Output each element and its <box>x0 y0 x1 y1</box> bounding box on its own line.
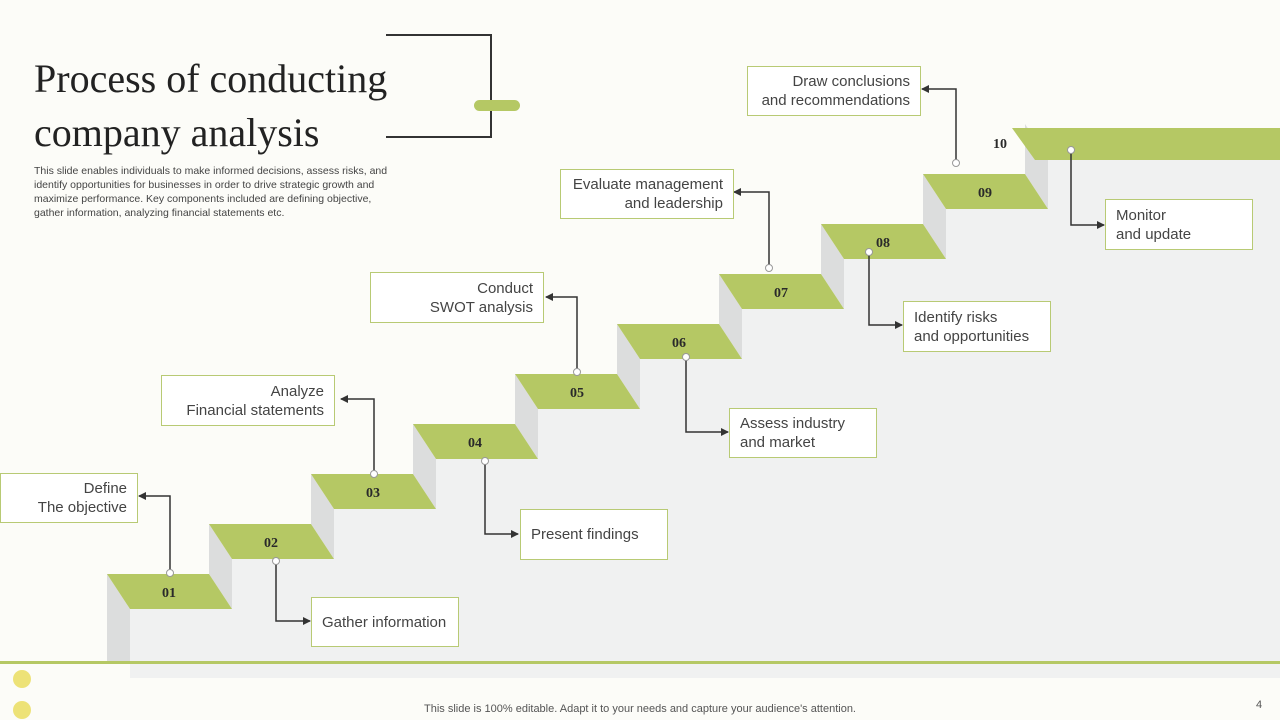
connector-arrow <box>138 492 171 573</box>
step-side <box>209 524 232 609</box>
decorative-dot <box>13 701 31 719</box>
page-number: 4 <box>1256 699 1263 711</box>
staircase-layer: 01 02 03 04 05 06 07 08 09 10 <box>0 85 1280 678</box>
step-08 <box>821 224 946 259</box>
step-side <box>107 574 130 662</box>
step-number: 07 <box>774 286 788 301</box>
step-09 <box>923 174 1048 209</box>
connector-arrow <box>545 293 578 372</box>
connector-dot <box>573 368 581 376</box>
connector-arrow <box>685 357 729 436</box>
step-side <box>821 224 844 309</box>
connector-arrow <box>340 395 375 474</box>
decorative-pill <box>474 100 520 111</box>
step-label-04: Present findings <box>520 509 668 560</box>
connector-dot <box>272 557 280 565</box>
step-10 <box>1012 128 1280 160</box>
step-label-text: Define The objective <box>37 480 127 516</box>
connector-arrow <box>1070 150 1105 229</box>
step-number: 06 <box>672 336 686 351</box>
step-number: 09 <box>978 186 992 201</box>
staircase-face <box>130 159 1280 678</box>
step-side <box>923 174 946 259</box>
step-label-10: Monitor and update <box>1105 199 1253 250</box>
baseline <box>0 661 1280 664</box>
step-side <box>719 274 742 359</box>
step-04 <box>413 424 538 459</box>
connector-arrow <box>868 252 903 329</box>
step-label-text: Present findings <box>531 526 639 543</box>
step-side <box>413 424 436 509</box>
step-label-03: Analyze Financial statements <box>161 375 335 426</box>
footer-note: This slide is 100% editable. Adapt it to… <box>424 703 856 715</box>
step-02 <box>209 524 334 559</box>
connector-dot <box>865 248 873 256</box>
step-number: 10 <box>993 137 1007 152</box>
step-label-text: Evaluate management and leadership <box>572 176 723 212</box>
step-06 <box>617 324 742 359</box>
slide-title: Process of conducting company analysis <box>34 52 387 160</box>
connector-arrow <box>275 561 311 625</box>
step-number: 08 <box>876 236 890 251</box>
connector-dot <box>1067 146 1075 154</box>
step-number: 03 <box>366 486 380 501</box>
step-label-08: Identify risks and opportunities <box>903 301 1051 352</box>
slide-title-line: company analysis <box>34 110 320 155</box>
step-side <box>617 324 640 409</box>
step-label-text: Assess industry and market <box>740 415 846 451</box>
step-label-05: Conduct SWOT analysis <box>370 272 544 323</box>
decorative-bracket <box>386 34 492 138</box>
step-label-07: Evaluate management and leadership <box>560 169 734 219</box>
step-label-text: Gather information <box>322 613 447 631</box>
step-number: 01 <box>162 586 176 601</box>
step-01 <box>107 574 232 609</box>
decorative-dot <box>13 670 31 688</box>
step-05 <box>515 374 640 409</box>
connector-dot <box>952 159 960 167</box>
step-label-text: Conduct SWOT analysis <box>429 279 533 316</box>
step-label-text: Draw conclusions and recommendations <box>761 73 910 109</box>
slide-title-line: Process of conducting <box>34 56 388 101</box>
slide-description: This slide enables individuals to make i… <box>34 165 388 219</box>
step-label-06: Assess industry and market <box>729 408 877 458</box>
connector-dot <box>481 457 489 465</box>
connector-arrow <box>733 188 770 268</box>
connector-dot <box>166 569 174 577</box>
step-side <box>515 374 538 459</box>
step-label-01: Define The objective <box>0 473 138 523</box>
step-side <box>311 474 334 559</box>
step-number: 02 <box>264 536 278 551</box>
step-number: 05 <box>570 386 584 401</box>
step-label-09: Draw conclusions and recommendations <box>747 66 921 116</box>
connector-dot <box>765 264 773 272</box>
step-label-02: Gather information <box>311 597 459 647</box>
step-number: 04 <box>468 436 482 451</box>
step-07 <box>719 274 844 309</box>
step-label-text: Identify risks and opportunities <box>914 308 1030 345</box>
step-label-text: Analyze Financial statements <box>186 382 324 419</box>
connector-dot <box>370 470 378 478</box>
connector-arrow <box>484 461 519 538</box>
step-label-text: Monitor and update <box>1116 206 1192 243</box>
connector-dot <box>682 353 690 361</box>
connector-arrow <box>921 85 957 163</box>
step-03 <box>311 474 436 509</box>
